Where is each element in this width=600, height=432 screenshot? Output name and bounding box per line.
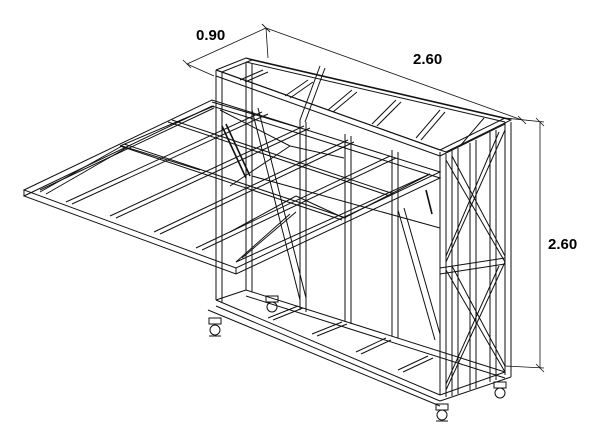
dimension-height (504, 117, 545, 373)
gas-strut-right (425, 189, 433, 215)
depth-label: 0.90 (196, 27, 225, 44)
caster-wheel-front-left (208, 317, 222, 337)
door-panel (22, 99, 442, 275)
caster-wheel-front-right (435, 403, 449, 422)
height-label: 2.60 (548, 236, 577, 253)
box-frame (207, 57, 513, 407)
gas-strut-left (221, 123, 251, 179)
caster-wheel-rear-left (265, 295, 279, 313)
width-label: 2.60 (413, 51, 442, 68)
caster-wheel-rear-right (493, 381, 507, 399)
